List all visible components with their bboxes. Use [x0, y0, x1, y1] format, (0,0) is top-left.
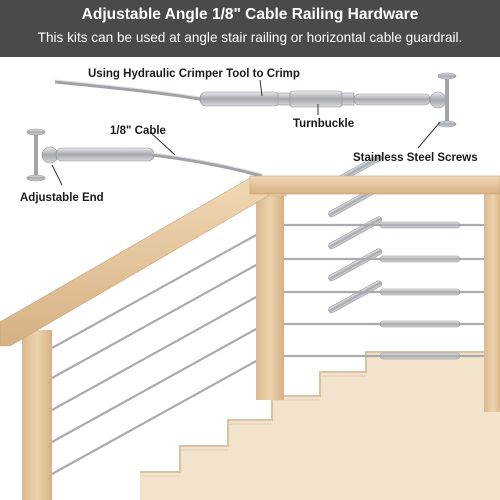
banner-subtitle: This kits can be used at angle stair rai… [37, 30, 463, 45]
adjustable-end-assembly [26, 128, 263, 182]
turnbuckle-assembly [54, 72, 457, 128]
callout-turnbuckle: Turnbuckle [293, 118, 355, 130]
callout-screws: Stainless Steel Screws [353, 152, 478, 164]
staircase-illustration [0, 154, 500, 500]
callout-leaders [51, 79, 441, 186]
banner-title: Adjustable Angle 1/8" Cable Railing Hard… [81, 6, 419, 23]
callout-cable: 1/8" Cable [110, 125, 166, 137]
callout-adjustable-end: Adjustable End [20, 192, 104, 204]
title-banner: Adjustable Angle 1/8" Cable Railing Hard… [0, 0, 500, 57]
callout-crimp: Using Hydraulic Crimper Tool to Crimp [88, 68, 300, 80]
